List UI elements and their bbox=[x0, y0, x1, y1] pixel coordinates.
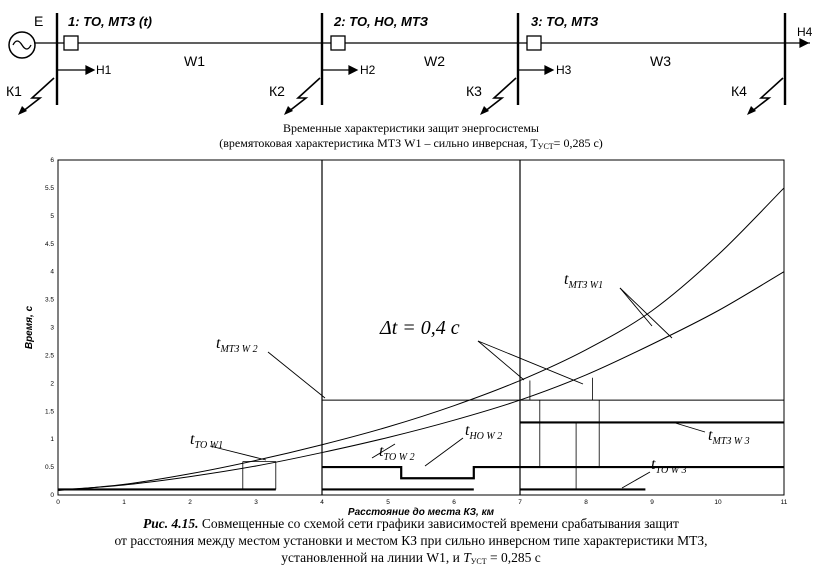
y-tick-label: 2.5 bbox=[45, 352, 54, 359]
y-tick-label: 2 bbox=[50, 380, 54, 387]
caption-line-1: Рис. 4.15. Совмещенные со схемой сети гр… bbox=[143, 516, 679, 531]
y-axis-ticks: 0 0.5 1 1.5 2 2.5 3 3.5 4 4.5 5 5.5 6 bbox=[45, 157, 54, 499]
fault-k2-icon bbox=[287, 77, 321, 113]
x-axis-ticks: 0 1 2 3 4 5 6 7 8 9 10 11 bbox=[56, 499, 788, 506]
y-axis-label: Время, с bbox=[24, 305, 35, 349]
label-tmtz-w1: tМТЗ W1 bbox=[564, 271, 603, 291]
caption-line-3: установленной на линии W1, и TУСТ = 0,28… bbox=[281, 550, 541, 566]
x-tick-label: 2 bbox=[188, 499, 192, 506]
bus-lines bbox=[321, 160, 521, 495]
caption-line-2: от расстояния между местом установки и м… bbox=[114, 533, 708, 548]
x-tick-label: 11 bbox=[781, 499, 788, 506]
fault-k3-label: К3 bbox=[466, 83, 482, 99]
label-tno-w2: tНО W 2 bbox=[465, 422, 502, 442]
x-tick-label: 4 bbox=[320, 499, 324, 506]
fault-k4-icon bbox=[750, 77, 784, 113]
series-layer bbox=[57, 187, 785, 492]
label-tmtz-w2: tМТЗ W 2 bbox=[216, 335, 258, 355]
x-tick-label: 3 bbox=[254, 499, 258, 506]
relay-box-1 bbox=[63, 35, 79, 51]
y-tick-label: 0 bbox=[50, 492, 54, 499]
y-tick-label: 3.5 bbox=[45, 297, 54, 304]
x-tick-label: 8 bbox=[584, 499, 588, 506]
x-tick-label: 9 bbox=[650, 499, 654, 506]
relay-box-2 bbox=[330, 35, 346, 51]
x-tick-label: 5 bbox=[386, 499, 390, 506]
line-w3-label: W3 bbox=[650, 53, 671, 69]
series-line-1 bbox=[57, 187, 785, 492]
fault-k1-label: К1 bbox=[6, 83, 22, 99]
helper-lines bbox=[242, 377, 600, 490]
fault-arrowheads bbox=[18, 106, 756, 115]
y-tick-label: 3 bbox=[50, 325, 54, 332]
x-tick-label: 10 bbox=[714, 499, 722, 506]
end-direction-label: Н4 bbox=[797, 25, 813, 39]
generator-icon bbox=[8, 31, 36, 59]
y-tick-label: 5 bbox=[50, 213, 54, 220]
sine-wave-icon bbox=[12, 40, 32, 50]
x-tick-label: 7 bbox=[518, 499, 522, 506]
fault-k3-icon bbox=[483, 77, 517, 113]
y-tick-label: 4 bbox=[50, 269, 54, 276]
y-tick-label: 5.5 bbox=[45, 185, 54, 192]
series-line-0 bbox=[57, 271, 785, 491]
chart-title-line-1: Временные характеристики защит энергосис… bbox=[283, 121, 539, 135]
chart-title: Временные характеристики защит энергосис… bbox=[0, 121, 822, 154]
y-tick-label: 4.5 bbox=[45, 241, 54, 248]
direction-arrows bbox=[57, 38, 810, 75]
label-tto-w3: tТО W 3 bbox=[651, 456, 687, 476]
chart: 0 1 2 3 4 5 6 7 8 9 10 11 0 0.5 1 1.5 2 2.5 3 3.5 4 4.5 5 5.5 6… bbox=[24, 157, 788, 518]
x-axis-label: Расстояние до места КЗ, км bbox=[348, 507, 495, 518]
x-tick-label: 6 bbox=[452, 499, 456, 506]
label-tmtz-w3: tМТЗ W 3 bbox=[708, 427, 750, 447]
relay-3-label: 3: ТО, МТЗ bbox=[531, 14, 599, 29]
fault-k4-label: К4 bbox=[731, 83, 747, 99]
figure-caption: Рис. 4.15. Совмещенные со схемой сети гр… bbox=[0, 515, 822, 570]
relay-box-3 bbox=[526, 35, 542, 51]
fault-k2-label: К2 bbox=[269, 83, 285, 99]
y-tick-label: 6 bbox=[50, 157, 54, 164]
series-line-6 bbox=[322, 465, 784, 480]
relay-2-label: 2: ТО, НО, МТЗ bbox=[333, 14, 429, 29]
chart-title-line-2: (времятоковая характеристика МТЗ W1 – си… bbox=[219, 136, 603, 151]
leader-lines bbox=[209, 287, 706, 489]
y-tick-label: 1.5 bbox=[45, 408, 54, 415]
relay-1-label: 1: ТО, МТЗ (t) bbox=[68, 14, 152, 29]
delta-t-annotation: Δt = 0,4 c bbox=[379, 317, 460, 339]
label-tto-w2: tТО W 2 bbox=[379, 443, 415, 463]
network-scheme: E 1: ТО, МТЗ (t) 2: ТО, НО, МТЗ 3: ТО, М… bbox=[6, 13, 813, 115]
curve-labels: tМТЗ W1 tМТЗ W 2 tТО W1 tТО W 2 tНО W 2 … bbox=[190, 271, 750, 476]
x-tick-label: 1 bbox=[122, 499, 126, 506]
fault-k1-icon bbox=[21, 77, 55, 113]
fault-symbols bbox=[21, 77, 784, 113]
direction-label-1: Н1 bbox=[96, 63, 112, 77]
line-w2-label: W2 bbox=[424, 53, 445, 69]
plot-frame bbox=[57, 159, 785, 496]
source-label: E bbox=[34, 13, 43, 29]
y-tick-label: 1 bbox=[50, 436, 54, 443]
line-w1-label: W1 bbox=[184, 53, 205, 69]
y-tick-label: 0.5 bbox=[45, 464, 54, 471]
direction-label-2: Н2 bbox=[360, 63, 376, 77]
x-tick-label: 0 bbox=[56, 499, 60, 506]
direction-label-3: Н3 bbox=[556, 63, 572, 77]
